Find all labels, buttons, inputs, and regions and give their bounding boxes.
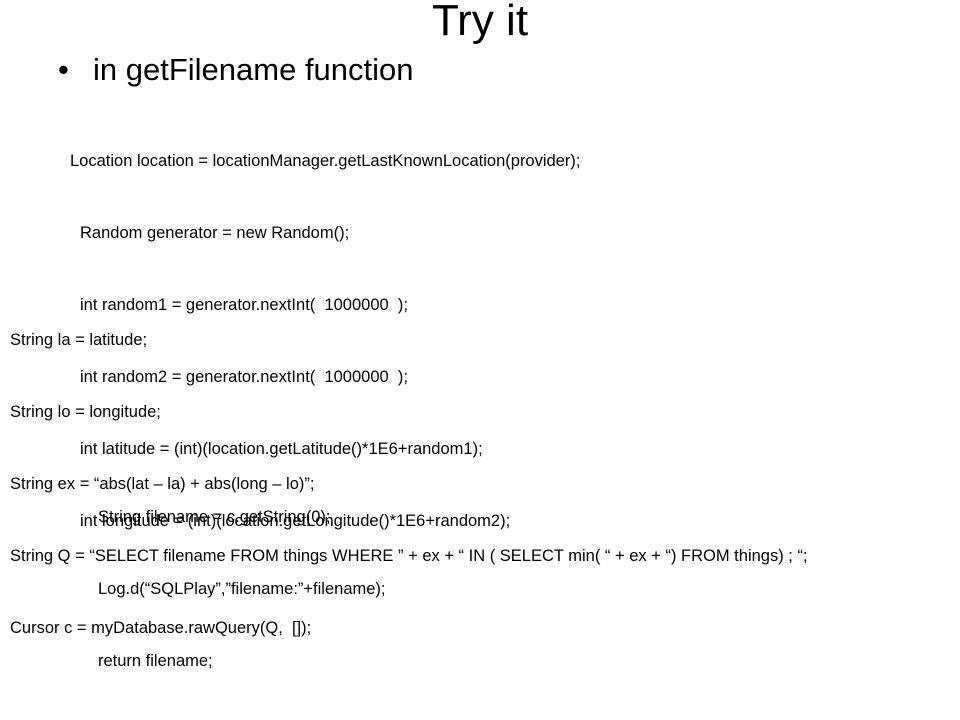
bullet-dot-icon: • (58, 52, 69, 87)
code-line: String filename = c.getString(0); (98, 508, 331, 526)
code-line: Random generator = new Random(); (80, 224, 350, 242)
code-block-return: String filename = c.getString(0); Log.d(… (98, 457, 386, 697)
slide-title: Try it (431, 0, 529, 45)
code-line: Log.d(“SQLPlay”,”filename:”+filename); (98, 580, 386, 598)
code-line: int longitude = (int)(location.getLongit… (80, 512, 511, 530)
code-line: int latitude = (int)(location.getLatitud… (80, 440, 483, 458)
code-line: int random2 = generator.nextInt( 1000000… (80, 368, 408, 386)
code-line: Cursor c = myDatabase.rawQuery(Q, []); (10, 619, 312, 637)
bullet-text: in getFilename function (93, 52, 414, 87)
code-line: int random1 = generator.nextInt( 1000000… (80, 296, 408, 314)
code-block-query: String la = latitude; String lo = longit… (10, 280, 808, 664)
bullet-item: • in getFilename function (58, 50, 414, 90)
code-line: return filename; (98, 652, 213, 670)
code-line: String lo = longitude; (10, 403, 161, 421)
code-line: Location location = locationManager.getL… (70, 152, 581, 170)
code-line: String Q = “SELECT filename FROM things … (10, 547, 808, 565)
code-block-location: Location location = locationManager.getL… (70, 101, 580, 557)
code-line: String la = latitude; (10, 331, 148, 349)
code-line: String ex = “abs(lat – la) + abs(long – … (10, 475, 315, 493)
